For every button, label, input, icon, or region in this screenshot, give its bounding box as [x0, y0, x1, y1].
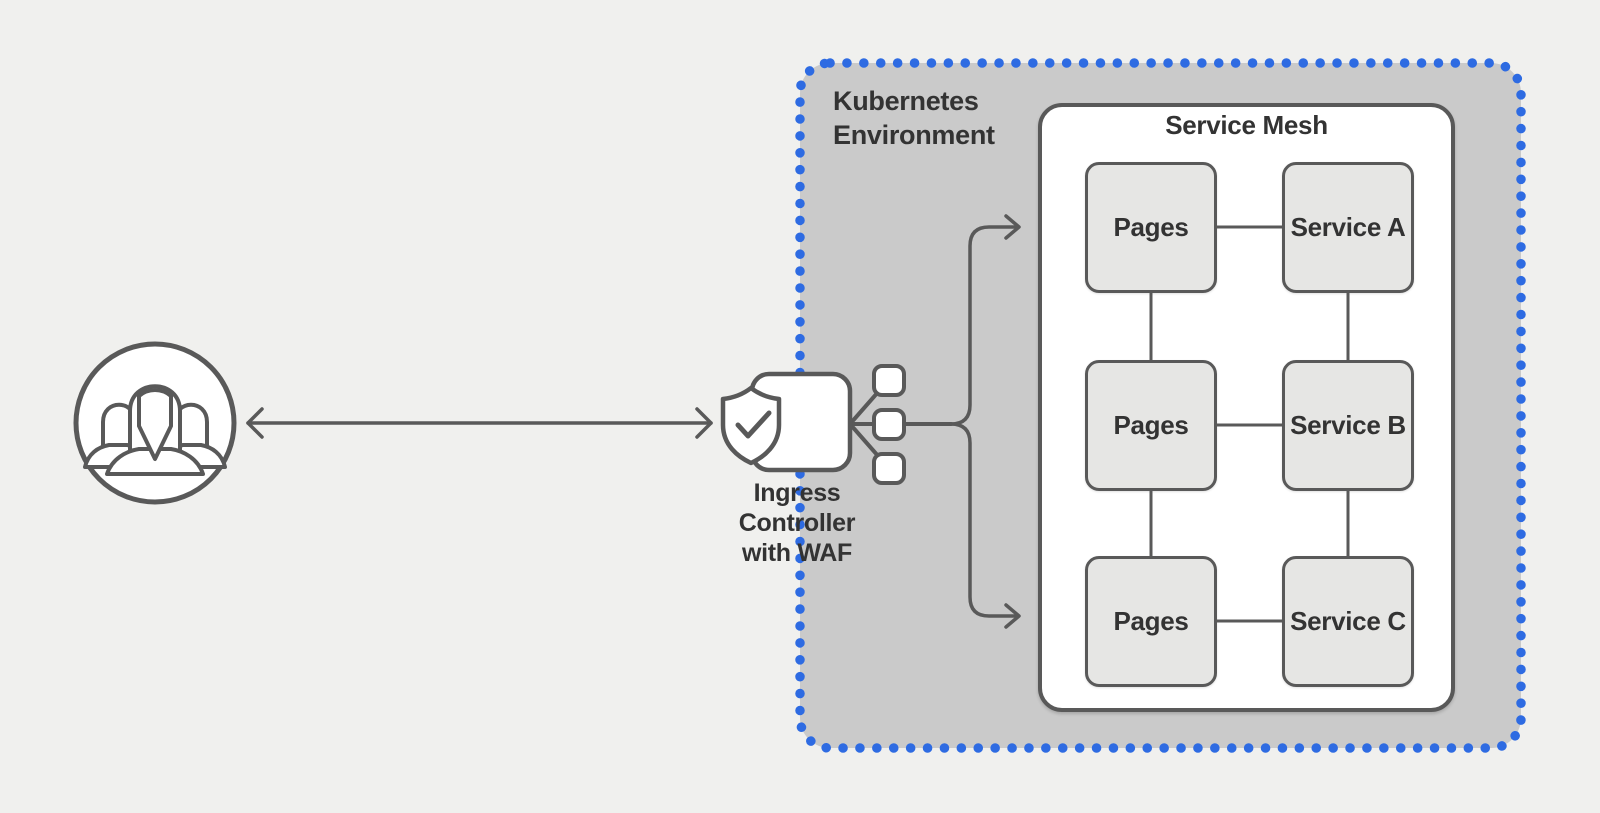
node-label: Service A: [1290, 212, 1406, 242]
shield-check-icon: [720, 364, 953, 485]
node-label: Pages: [1113, 212, 1189, 242]
node-label: Service C: [1290, 606, 1406, 636]
node-pages-row3: Pages: [1085, 556, 1217, 687]
kubernetes-environment-label: Kubernetes Environment: [833, 86, 995, 150]
node-label: Service B: [1290, 410, 1406, 440]
users-ingress-arrow: [246, 407, 713, 439]
node-service-a: Service A: [1282, 162, 1414, 293]
node-pages-row2: Pages: [1085, 360, 1217, 491]
users-group-icon: [73, 341, 237, 505]
fanout-brace-arrows: [949, 214, 1021, 629]
node-service-c: Service C: [1282, 556, 1414, 687]
ingress-controller-label: Ingress Controller with WAF: [738, 479, 856, 567]
node-label: Pages: [1113, 410, 1189, 440]
node-label: Pages: [1113, 606, 1189, 636]
node-service-b: Service B: [1282, 360, 1414, 491]
node-pages-row1: Pages: [1085, 162, 1217, 293]
service-mesh-title: Service Mesh: [1165, 110, 1328, 140]
